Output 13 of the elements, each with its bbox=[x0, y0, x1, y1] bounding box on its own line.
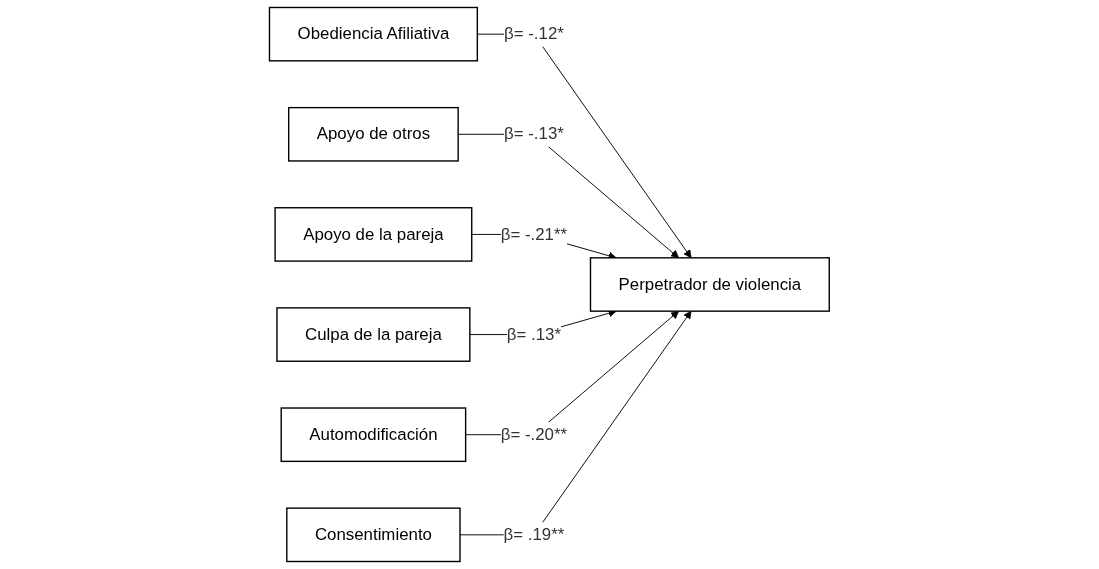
edge-label: β= -.13* bbox=[504, 124, 564, 144]
node-box: Perpetrador de violencia bbox=[589, 257, 831, 312]
edge-label: β= .19** bbox=[503, 525, 565, 544]
node-box: Apoyo de otros bbox=[288, 106, 459, 162]
edge-label: β= -.20** bbox=[500, 424, 568, 444]
node-box: Culpa de la pareja bbox=[276, 307, 471, 362]
node-box: Automodificación bbox=[280, 407, 467, 463]
edge-label: β= -.12* bbox=[504, 24, 564, 44]
node-box: Consentimiento bbox=[286, 507, 461, 563]
edge-label: β= .13* bbox=[506, 324, 562, 344]
node-box: Apoyo de la pareja bbox=[274, 207, 473, 262]
node-box: Obediencia Afiliativa bbox=[268, 6, 479, 62]
edge-label: β= -.21** bbox=[500, 224, 568, 244]
